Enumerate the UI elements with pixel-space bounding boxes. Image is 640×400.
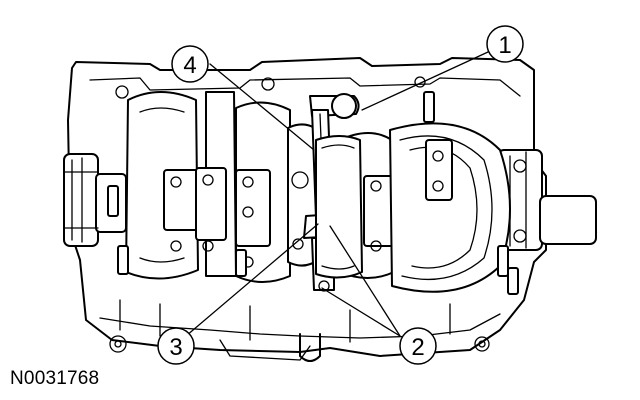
callout-1: 1 bbox=[486, 25, 524, 63]
callout-4: 4 bbox=[171, 45, 209, 83]
bearing-cap-bolts bbox=[107, 91, 519, 295]
figure-id-label: N0031768 bbox=[10, 368, 100, 389]
main-bearing-caps bbox=[125, 91, 511, 293]
crank-journal bbox=[315, 135, 363, 279]
callout-2: 2 bbox=[399, 327, 437, 365]
callout-3-number: 3 bbox=[169, 334, 182, 361]
callout-4-number: 4 bbox=[183, 52, 196, 79]
callout-1-number: 1 bbox=[498, 32, 511, 59]
crankshaft-rear-flange bbox=[497, 149, 597, 251]
leader-lines bbox=[185, 51, 489, 337]
callout-3: 3 bbox=[157, 327, 195, 365]
callout-2-number: 2 bbox=[411, 334, 424, 361]
